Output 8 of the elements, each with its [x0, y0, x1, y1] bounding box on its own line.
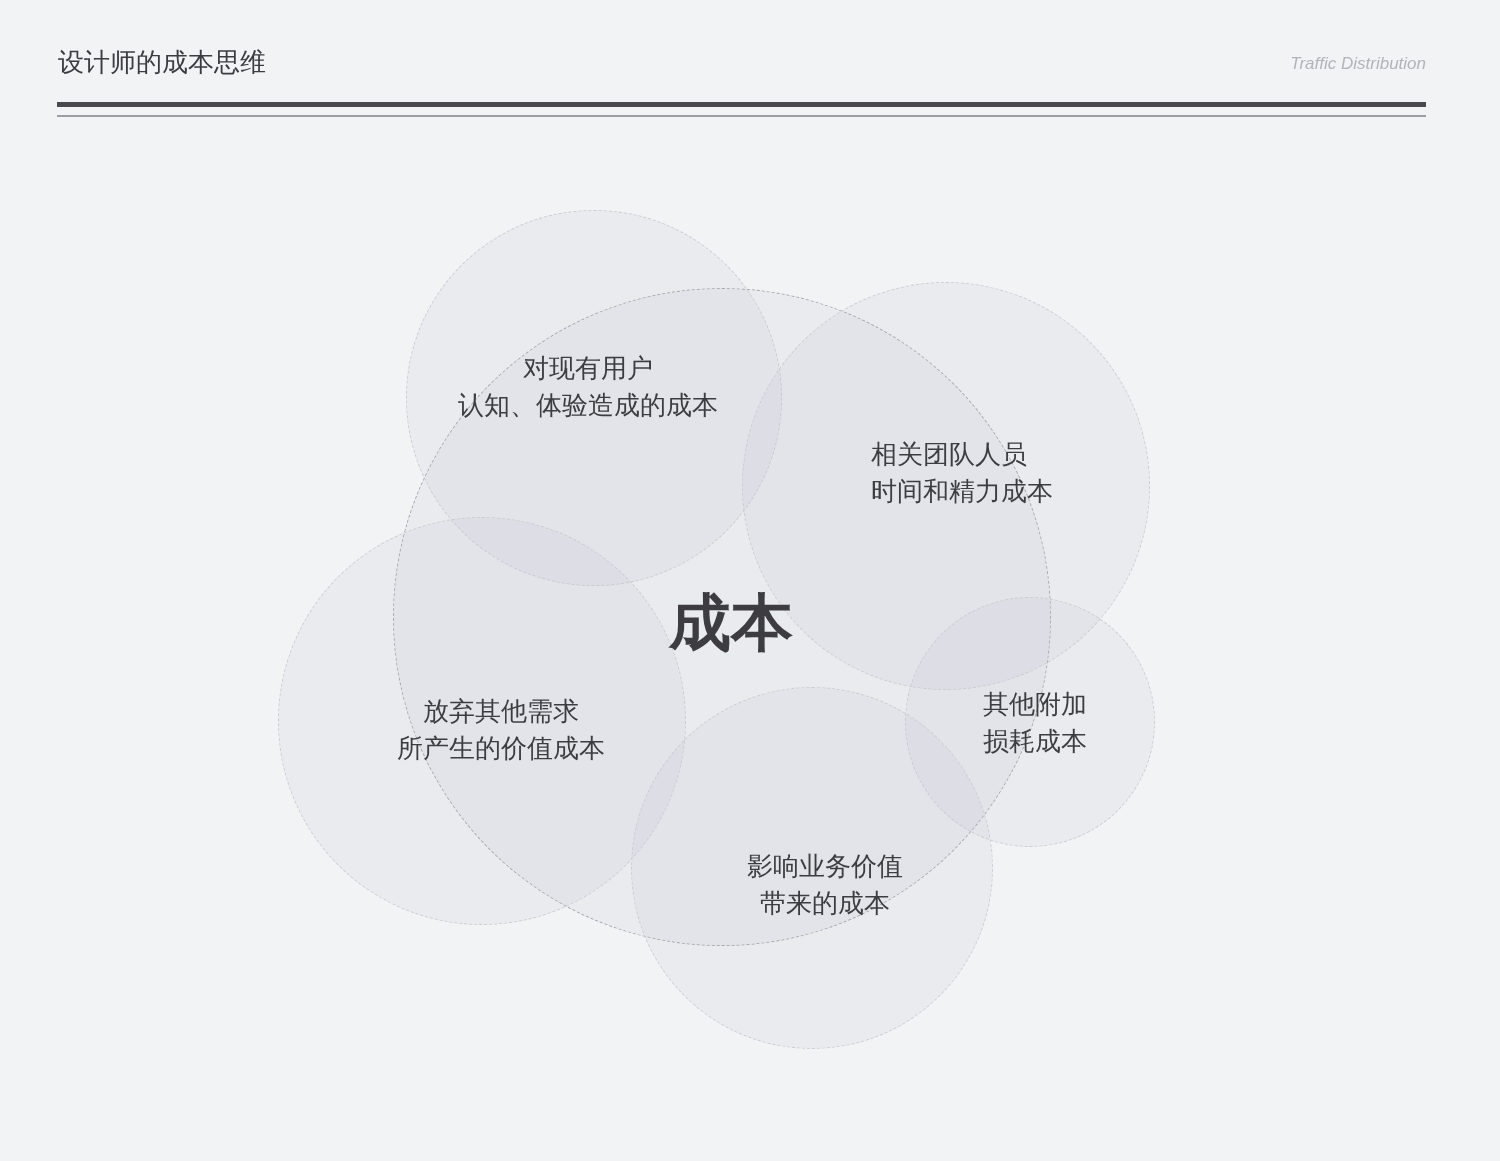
page-title: 设计师的成本思维: [58, 46, 266, 79]
circle-label: 相关团队人员时间和精力成本: [871, 438, 1053, 508]
circle-label: 其他附加损耗成本: [983, 688, 1087, 758]
circle-label: 放弃其他需求所产生的价值成本: [397, 695, 605, 765]
circle-label: 影响业务价值带来的成本: [747, 850, 903, 920]
header-subtitle: Traffic Distribution: [1290, 53, 1426, 75]
circle-label: 成本: [669, 588, 793, 658]
circle-label: 对现有用户认知、体验造成的成本: [458, 352, 718, 422]
